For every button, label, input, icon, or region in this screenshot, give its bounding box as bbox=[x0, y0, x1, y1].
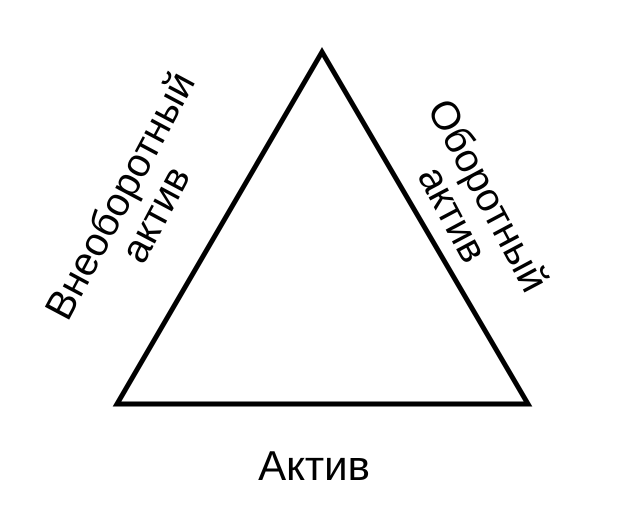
triangle-outline bbox=[112, 47, 533, 407]
bottom-side-label: Актив bbox=[258, 442, 370, 489]
